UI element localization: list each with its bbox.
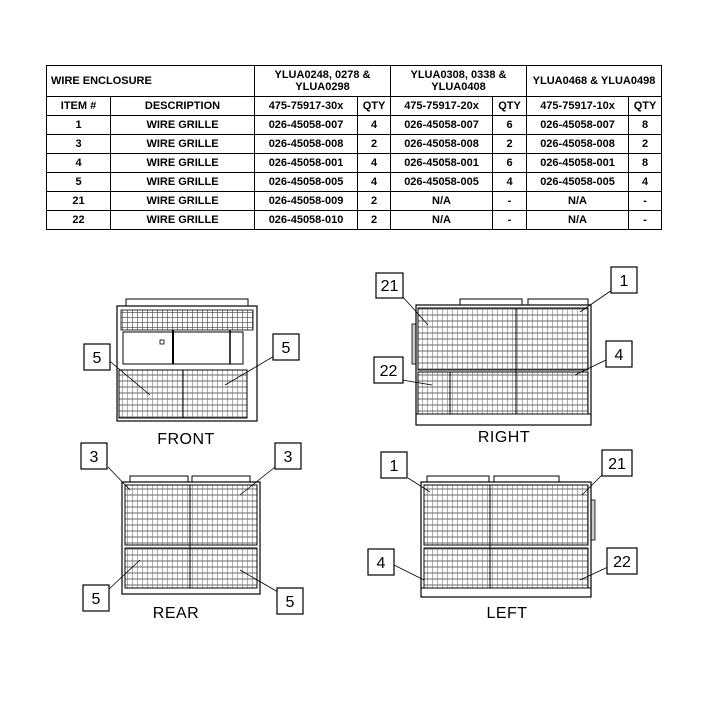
callout-item: 1 bbox=[610, 266, 638, 294]
front-top-louver bbox=[120, 309, 254, 331]
callout-item: 3 bbox=[274, 442, 302, 470]
table-cell: WIRE GRILLE bbox=[110, 210, 255, 230]
table-cell: 026-45058-007 bbox=[526, 115, 629, 135]
right-upper-grille bbox=[417, 307, 589, 371]
svg-text:21: 21 bbox=[608, 456, 626, 473]
left-lower-grille bbox=[423, 547, 589, 589]
view-label-left: LEFT bbox=[486, 605, 527, 622]
callout-item: 4 bbox=[367, 548, 395, 576]
table-cell: 026-45058-007 bbox=[254, 115, 358, 135]
svg-text:5: 5 bbox=[282, 340, 291, 357]
svg-text:22: 22 bbox=[380, 363, 398, 380]
callout-item: 1 bbox=[380, 451, 408, 479]
right-view: 21 1 22 4 RIGHT bbox=[373, 266, 638, 446]
view-label-rear: REAR bbox=[153, 605, 199, 622]
svg-text:21: 21 bbox=[381, 278, 399, 295]
left-upper-grille bbox=[423, 484, 589, 546]
model-group-2: YLUA0308, 0338 & YLUA0408 bbox=[390, 65, 527, 97]
svg-text:4: 4 bbox=[377, 555, 386, 572]
callout-item: 5 bbox=[276, 587, 304, 615]
column-header: 475-75917-30x bbox=[254, 96, 358, 116]
table-cell: 026-45058-001 bbox=[390, 153, 493, 173]
table-group-header-row: WIRE ENCLOSURE YLUA0248, 0278 & YLUA0298… bbox=[46, 65, 662, 97]
svg-text:22: 22 bbox=[613, 554, 631, 571]
callout-item: 5 bbox=[82, 584, 110, 612]
section-title: WIRE ENCLOSURE bbox=[46, 65, 255, 97]
callout-item: 4 bbox=[605, 340, 633, 368]
column-header: ITEM # bbox=[46, 96, 111, 116]
view-label-right: RIGHT bbox=[478, 429, 530, 446]
table-cell: N/A bbox=[526, 210, 629, 230]
rear-lower-grille bbox=[124, 547, 258, 589]
table-cell: 026-45058-008 bbox=[254, 134, 358, 154]
right-lower-grille bbox=[417, 371, 589, 415]
rear-view: 3 3 5 5 REAR bbox=[80, 442, 304, 622]
table-cell: 22 bbox=[46, 210, 111, 230]
callout-item: 21 bbox=[601, 449, 633, 477]
front-view: 5 5 FRONT bbox=[83, 298, 300, 448]
table-cell: - bbox=[628, 210, 662, 230]
svg-text:3: 3 bbox=[284, 449, 293, 466]
table-cell: WIRE GRILLE bbox=[110, 134, 255, 154]
callout-item: 3 bbox=[80, 442, 108, 470]
svg-text:5: 5 bbox=[286, 594, 295, 611]
view-label-front: FRONT bbox=[157, 431, 215, 448]
callout-item: 22 bbox=[606, 547, 638, 575]
panel-latch-icon bbox=[159, 339, 165, 345]
model-group-3: YLUA0468 & YLUA0498 bbox=[526, 65, 662, 97]
callout-item: 21 bbox=[375, 272, 404, 299]
svg-text:5: 5 bbox=[92, 591, 101, 608]
table-cell: 026-45058-010 bbox=[254, 210, 358, 230]
svg-text:1: 1 bbox=[620, 273, 629, 290]
left-view: 1 21 4 22 LEFT bbox=[367, 449, 638, 622]
table-cell: N/A bbox=[390, 210, 493, 230]
callout-item: 5 bbox=[83, 343, 111, 371]
table-cell: 026-45058-009 bbox=[254, 191, 358, 211]
table-cell: 026-45058-007 bbox=[390, 115, 493, 135]
table-cell: N/A bbox=[390, 191, 493, 211]
column-header: QTY bbox=[628, 96, 662, 116]
svg-text:1: 1 bbox=[390, 458, 399, 475]
model-group-1: YLUA0248, 0278 & YLUA0298 bbox=[254, 65, 391, 97]
table-cell: 2 bbox=[628, 134, 662, 154]
column-header: QTY bbox=[357, 96, 391, 116]
rear-upper-grille bbox=[124, 484, 258, 546]
column-header: QTY bbox=[492, 96, 527, 116]
svg-text:3: 3 bbox=[90, 449, 99, 466]
svg-text:4: 4 bbox=[615, 347, 624, 364]
callout-item: 22 bbox=[373, 356, 404, 384]
svg-text:5: 5 bbox=[93, 350, 102, 367]
front-control-panel bbox=[122, 331, 244, 365]
parts-table: WIRE ENCLOSURE YLUA0248, 0278 & YLUA0298… bbox=[46, 65, 662, 230]
callout-item: 5 bbox=[272, 333, 300, 361]
